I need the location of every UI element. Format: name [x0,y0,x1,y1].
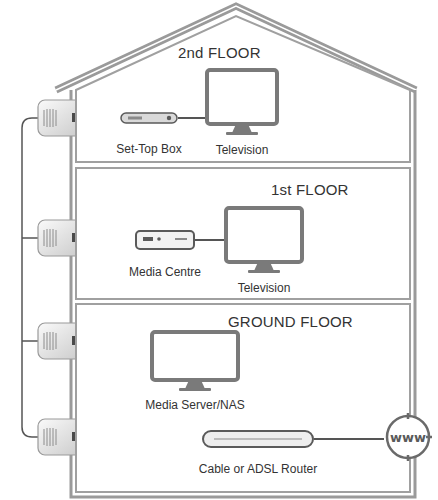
television-box: Television [224,206,304,274]
internet-label: www [384,413,432,461]
device-label: Media Server/NAS [145,398,244,412]
tv-icon [205,68,279,136]
television-box: Television [205,68,279,136]
floor-title: GROUND FLOOR [228,313,353,330]
internet-globe: www [384,413,432,461]
device-label: Set-Top Box [116,142,181,156]
mains-wire [22,118,40,437]
media-server-box: Media Server/NAS [150,330,240,392]
router-box: Cable or ADSL Router [202,430,314,448]
device-label: Cable or ADSL Router [199,462,317,476]
floor-title: 1st FLOOR [271,181,349,198]
cable-line [178,117,205,119]
floor-box: Media CentreTelevision1st FLOOR [75,167,411,300]
tv-icon [150,330,240,392]
stb-icon [120,110,178,126]
floor-box: Media Server/NAS Cable or ADSL Router GROU… [75,303,411,493]
set-top-box: Set-Top Box [120,110,178,126]
mc-icon [135,230,195,250]
media-centre-box: Media Centre [135,230,195,250]
device-label: Television [216,143,269,157]
device-label: Media Centre [129,265,201,279]
tv-icon [224,206,304,274]
cable-line [195,239,224,241]
floor-box: Set-Top BoxTelevision2nd FLOOR [75,15,411,163]
floor-title: 2nd FLOOR [178,44,261,61]
router-icon [202,430,314,448]
cable-line [314,438,384,440]
device-label: Television [238,281,291,295]
